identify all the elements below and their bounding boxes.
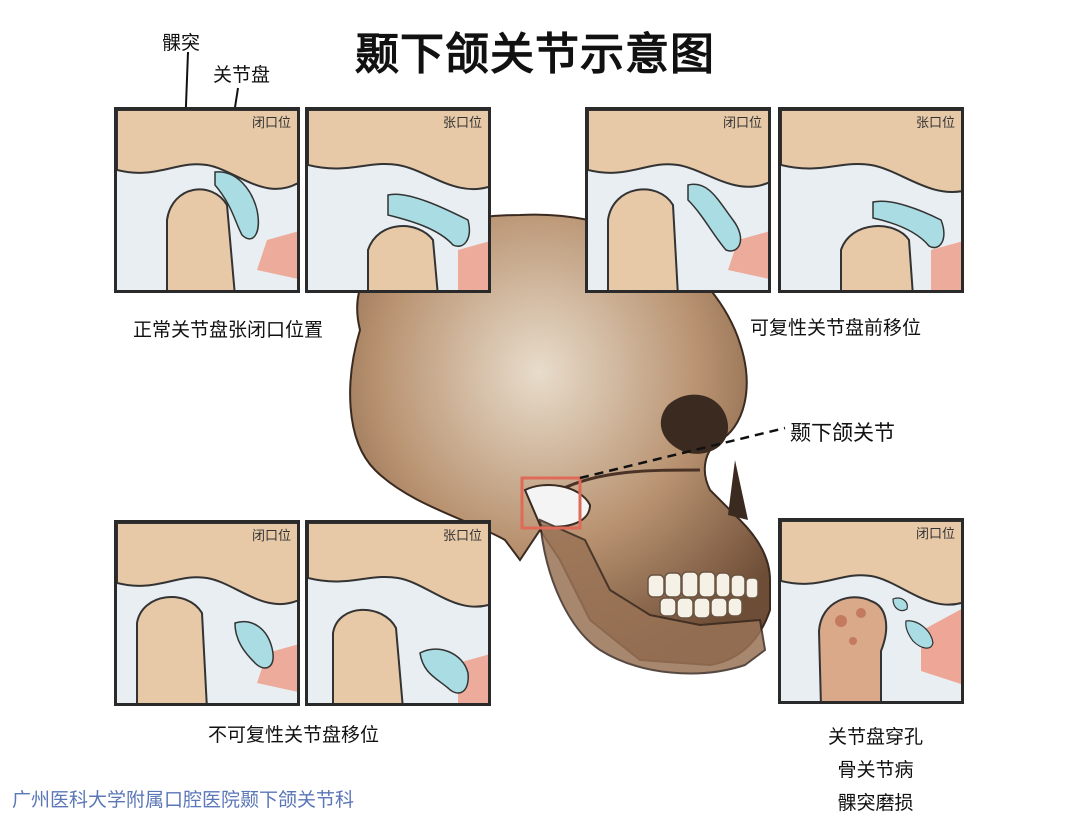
caption-perforation-line-3: 髁突磨损 [828,788,923,815]
panel-non-reducible-open: 张口位 [305,520,491,706]
panel-reducible-closed: 闭口位 [585,107,771,293]
panel-tag-closed: 闭口位 [916,523,955,542]
caption-non-reducible: 不可复性关节盘移位 [208,720,379,747]
caption-perforation: 关节盘穿孔 骨关节病 髁突磨损 [828,722,923,821]
panel-tag-open: 张口位 [916,112,955,131]
panel-tag-closed: 闭口位 [723,112,762,131]
panel-normal-open: 张口位 [305,107,491,293]
nasal-cavity [728,460,748,520]
panel-tag-open: 张口位 [443,525,482,544]
caption-normal: 正常关节盘张闭口位置 [133,315,323,342]
panel-tag-closed: 闭口位 [252,525,291,544]
condyle-label: 髁突 [162,28,200,55]
panel-perforation-closed: 闭口位 [778,518,964,704]
panel-non-reducible-closed: 闭口位 [114,520,300,706]
disc-label: 关节盘 [213,60,270,87]
caption-perforation-line-2: 骨关节病 [828,755,923,782]
caption-perforation-line-1: 关节盘穿孔 [828,722,923,749]
footer-credit: 广州医科大学附属口腔医院颞下颌关节科 [12,785,354,812]
panel-tag-open: 张口位 [443,112,482,131]
page-title: 颞下颌关节示意图 [355,18,715,82]
panel-reducible-open: 张口位 [778,107,964,293]
caption-reducible: 可复性关节盘前移位 [750,313,921,340]
panel-tag-closed: 闭口位 [252,112,291,131]
tmj-label: 颞下颌关节 [790,417,895,447]
panel-normal-closed: 闭口位 [114,107,300,293]
